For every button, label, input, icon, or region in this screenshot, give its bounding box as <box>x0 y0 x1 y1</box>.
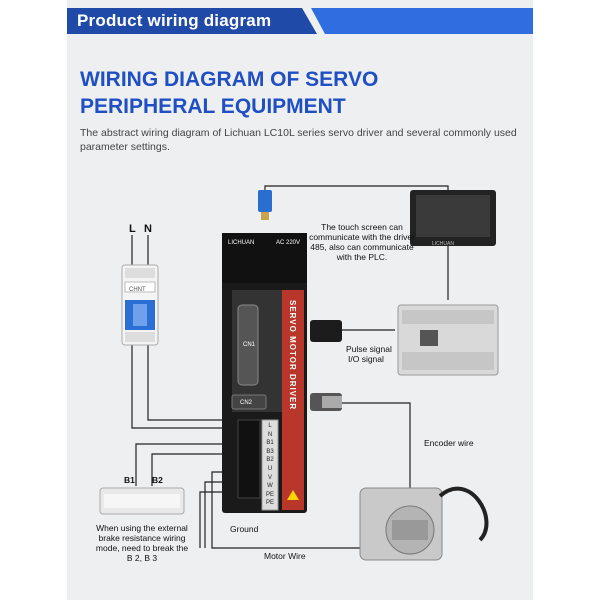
title-line-2: PERIPHERAL EQUIPMENT <box>80 95 346 118</box>
terminal-label: B1 <box>266 440 274 447</box>
terminal-label: N <box>267 431 273 438</box>
wire-encoder <box>340 402 411 490</box>
encoder-wire-label: Encoder wire <box>424 438 474 448</box>
io-signal-label: I/O signal <box>348 354 384 364</box>
terminal-label: V <box>267 474 272 481</box>
pulse-connector <box>310 320 342 342</box>
terminal-label: L <box>268 423 272 429</box>
servo-motor <box>359 486 489 561</box>
plc <box>397 304 499 376</box>
label-n: N <box>144 223 152 235</box>
banner-accent <box>311 8 533 34</box>
page-title: WIRING DIAGRAM OF SERVO PERIPHERAL EQUIP… <box>80 66 500 120</box>
wire-b1 <box>135 443 232 486</box>
motor-wire-label: Motor Wire <box>264 551 306 561</box>
port-cn2: CN2 <box>240 400 253 406</box>
wire-b2 <box>151 453 232 486</box>
circuit-breaker <box>121 264 159 346</box>
b2-label: B2 <box>152 475 163 485</box>
touch-screen-note: The touch screen can communicate with th… <box>309 222 415 262</box>
driver-voltage: AC 220V <box>276 240 301 246</box>
driver-side-label: SERVO MOTOR DRIVER <box>288 300 297 411</box>
wire-n <box>147 345 232 421</box>
b1-label: B1 <box>124 475 135 485</box>
encoder-connector <box>310 393 342 411</box>
title-line-1: WIRING DIAGRAM OF SERVO <box>80 68 379 91</box>
port-cn1: CN1 <box>243 342 256 348</box>
terminal-label: PE <box>265 500 274 507</box>
terminal-label: B2 <box>266 457 274 464</box>
terminal-label: U <box>267 465 273 472</box>
pulse-signal-label: Pulse signal <box>346 344 392 354</box>
terminal-block: L N B1 B3 B2 U V W PE PE <box>262 422 278 508</box>
description: The abstract wiring diagram of Lichuan L… <box>80 127 517 153</box>
banner-title: Product wiring diagram <box>77 11 272 30</box>
ground-label: Ground <box>230 524 259 534</box>
terminal-label: B3 <box>266 448 274 455</box>
terminal-label: PE <box>265 491 274 498</box>
driver-brand: LICHUAN <box>228 240 255 246</box>
touch-screen <box>410 190 496 246</box>
brake-note: When using the external brake resistance… <box>95 523 189 563</box>
label-l: L <box>129 223 136 235</box>
wire-l <box>131 345 232 429</box>
banner-title-block: Product wiring diagram <box>67 8 317 34</box>
network-connector <box>258 190 272 220</box>
terminal-label: W <box>267 483 273 490</box>
breaker-brand: CHNT <box>129 287 146 293</box>
touchscreen-brand: LICHUAN <box>432 241 454 247</box>
brake-resistor <box>99 487 185 515</box>
servo-driver <box>222 233 307 513</box>
header-banner: Product wiring diagram <box>67 8 533 34</box>
